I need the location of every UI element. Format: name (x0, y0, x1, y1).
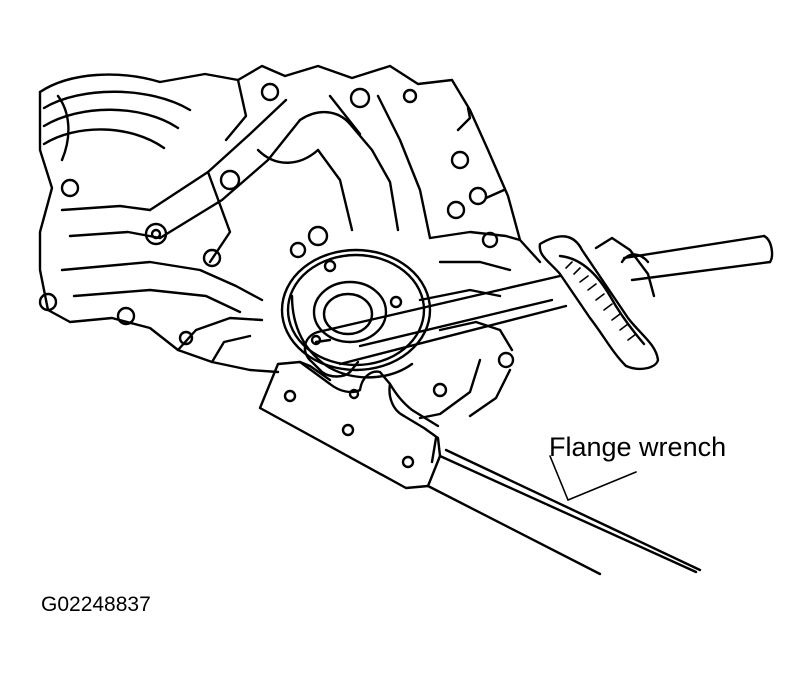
flange-wrench-label: Flange wrench (549, 432, 727, 462)
callout-leader-line-2 (567, 471, 637, 501)
flange (280, 248, 432, 379)
figure-id: G02248837 (41, 593, 151, 616)
callout-leader-line (549, 455, 569, 501)
flange-wrench-tool (258, 360, 702, 576)
torque-wrench (303, 234, 774, 378)
engine-block (38, 64, 542, 420)
